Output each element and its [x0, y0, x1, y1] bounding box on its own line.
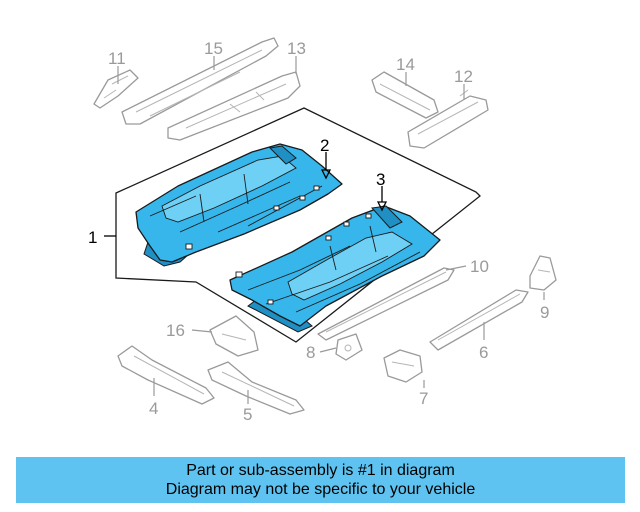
info-banner: Part or sub-assembly is #1 in diagram Di… — [16, 457, 625, 503]
part-9-bracket — [529, 255, 557, 291]
callout-11: 11 — [108, 49, 126, 68]
callout-6: 6 — [479, 343, 488, 362]
part-8-plate — [335, 333, 363, 361]
callout-3: 3 — [376, 170, 385, 189]
callout-15: 15 — [204, 39, 223, 58]
part-6-rail — [429, 289, 529, 351]
callout-5: 5 — [243, 405, 252, 424]
part-15-rocker-rail — [121, 37, 279, 125]
floor-pan-right — [229, 205, 441, 333]
callout-9: 9 — [540, 303, 549, 322]
part-16-bracket — [209, 315, 259, 357]
part-10-sill — [317, 267, 455, 341]
part-5-crossmember — [207, 361, 305, 415]
callout-4: 4 — [149, 399, 158, 418]
floor-pan-left — [135, 143, 343, 267]
part-7-bracket — [383, 349, 423, 383]
callout-12: 12 — [454, 67, 473, 86]
callout-14: 14 — [396, 55, 415, 74]
callout-10: 10 — [470, 257, 489, 276]
callout-7: 7 — [419, 389, 428, 408]
callout-2: 2 — [320, 136, 329, 155]
banner-line-1: Part or sub-assembly is #1 in diagram — [186, 462, 455, 479]
callout-1: 1 — [88, 228, 97, 247]
parts-diagram: 1 2 3 11 15 13 14 12 10 9 6 7 8 16 4 5 — [88, 37, 557, 424]
callout-8: 8 — [306, 343, 315, 362]
part-11-bracket — [93, 69, 139, 109]
part-14-crossmember — [371, 71, 439, 119]
part-4-crossmember — [117, 345, 215, 405]
banner-line-2: Diagram may not be specific to your vehi… — [165, 481, 476, 498]
leader-lines — [104, 56, 545, 404]
callout-16: 16 — [166, 321, 185, 340]
part-13-rail — [167, 71, 301, 141]
callout-13: 13 — [287, 39, 306, 58]
